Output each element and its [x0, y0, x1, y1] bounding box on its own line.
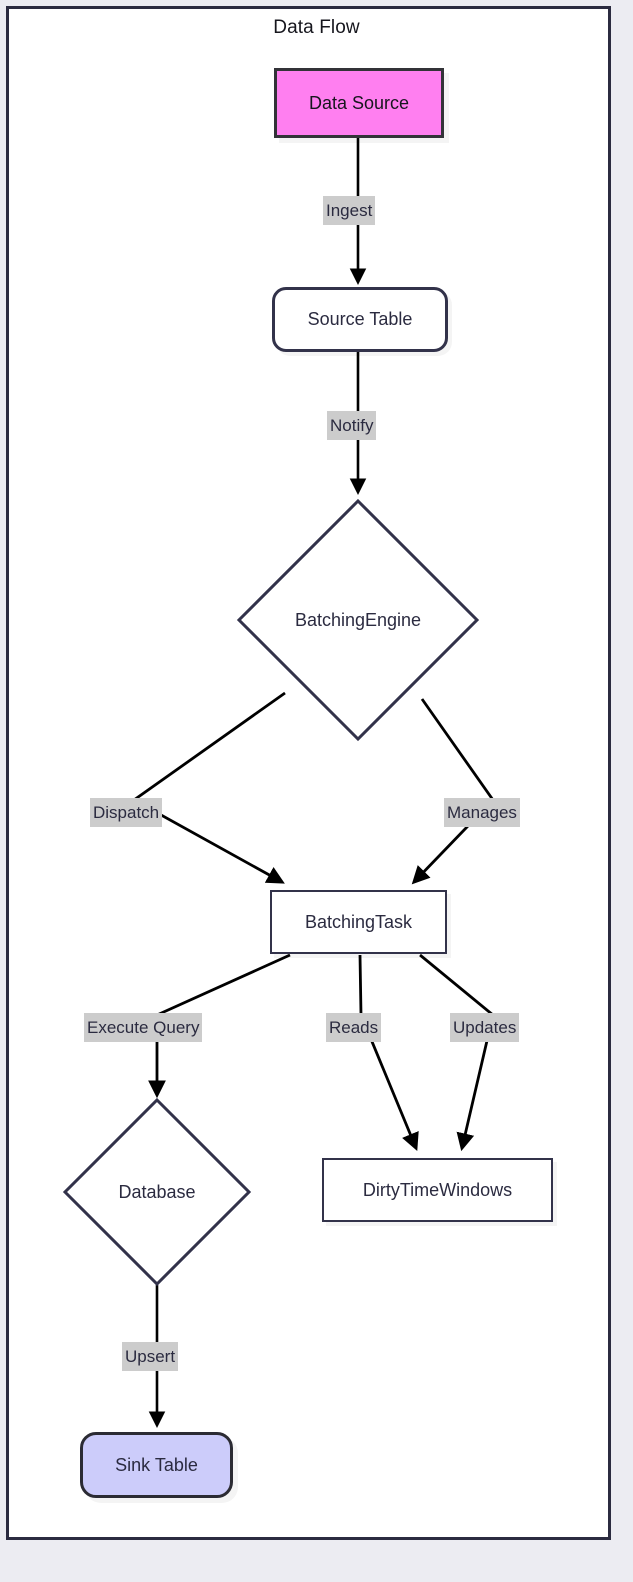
edge-label-ingest: Ingest: [323, 196, 376, 225]
node-label: BatchingTask: [304, 911, 413, 932]
edge-label-manages: Manages: [444, 798, 520, 827]
edge-label-updates: Updates: [450, 1013, 520, 1042]
edge-label-reads: Reads: [326, 1013, 382, 1042]
node-batching-engine[interactable]: BatchingEngine: [236, 498, 480, 742]
page-title: Data Flow: [273, 17, 360, 38]
node-batching-task[interactable]: BatchingTask: [270, 890, 447, 954]
node-label: DirtyTimeWindows: [362, 1179, 513, 1200]
node-label: Database: [118, 1181, 196, 1202]
node-database[interactable]: Database: [62, 1097, 252, 1287]
diamond-shape: [236, 498, 480, 742]
node-data-source[interactable]: Data Source: [274, 68, 444, 138]
diamond-shape: [62, 1097, 252, 1287]
edge-label-upsert: Upsert: [122, 1342, 179, 1371]
node-source-table[interactable]: Source Table: [272, 287, 448, 352]
node-dirty-time-windows[interactable]: DirtyTimeWindows: [322, 1158, 553, 1222]
edge-label-dispatch: Dispatch: [90, 798, 163, 827]
node-label: Source Table: [307, 309, 413, 329]
node-label: Sink Table: [115, 1454, 198, 1475]
edge-label-notify: Notify: [327, 411, 377, 440]
node-label: Data Source: [308, 92, 410, 113]
diagram-frame: [6, 6, 611, 1540]
edge-label-execute-query: Execute Query: [84, 1013, 203, 1042]
node-sink-table[interactable]: Sink Table: [80, 1432, 233, 1498]
node-label: BatchingEngine: [294, 609, 422, 630]
